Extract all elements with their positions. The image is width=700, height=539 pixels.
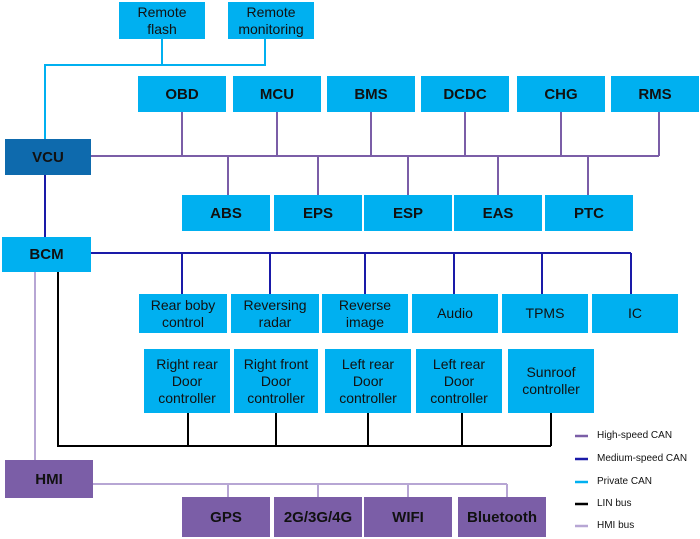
node-sunroof-controller: Sunroof controller (508, 349, 594, 413)
node-vcu: VCU (5, 139, 91, 175)
node-abs: ABS (182, 195, 270, 231)
node-gps: GPS (182, 497, 270, 537)
node-bcm: BCM (2, 237, 91, 272)
node-bluetooth: Bluetooth (458, 497, 546, 537)
node-right-front-door-controller: Right front Door controller (234, 349, 318, 413)
legend-label-lin-bus: LIN bus (597, 498, 632, 509)
node-dcdc: DCDC (421, 76, 509, 112)
node-eps: EPS (274, 195, 362, 231)
legend-label-high-speed-can: High-speed CAN (597, 430, 673, 441)
node-mcu: MCU (233, 76, 321, 112)
node-wifi: WIFI (364, 497, 452, 537)
node-tpms: TPMS (502, 294, 588, 333)
node-chg: CHG (517, 76, 605, 112)
node-ic: IC (592, 294, 678, 333)
node-bms: BMS (327, 76, 415, 112)
node-remote-monitoring: Remote monitoring (228, 2, 314, 39)
lin-bus-line (57, 272, 551, 447)
node-left-rear-door-controller: Left rear Door controller (416, 349, 502, 413)
node-left-rear-door-controller: Left rear Door controller (325, 349, 411, 413)
legend-label-medium-speed-can: Medium-speed CAN (597, 453, 688, 464)
legend-label-hmi-bus: HMI bus (597, 520, 635, 531)
node-rms: RMS (611, 76, 699, 112)
node-2g-3g-4g: 2G/3G/4G (274, 497, 362, 537)
node-hmi: HMI (5, 460, 93, 498)
node-reversing-radar: Reversing radar (231, 294, 319, 333)
node-eas: EAS (454, 195, 542, 231)
node-esp: ESP (364, 195, 452, 231)
private-can-line (44, 39, 266, 139)
node-rear-body-control: Rear boby control (139, 294, 227, 333)
node-right-rear-door-controller: Right rear Door controller (144, 349, 230, 413)
node-remote-flash: Remote flash (119, 2, 205, 39)
node-ptc: PTC (545, 195, 633, 231)
node-reverse-image: Reverse image (322, 294, 408, 333)
legend-label-private-can: Private CAN (597, 476, 653, 487)
node-obd: OBD (138, 76, 226, 112)
node-audio: Audio (412, 294, 498, 333)
